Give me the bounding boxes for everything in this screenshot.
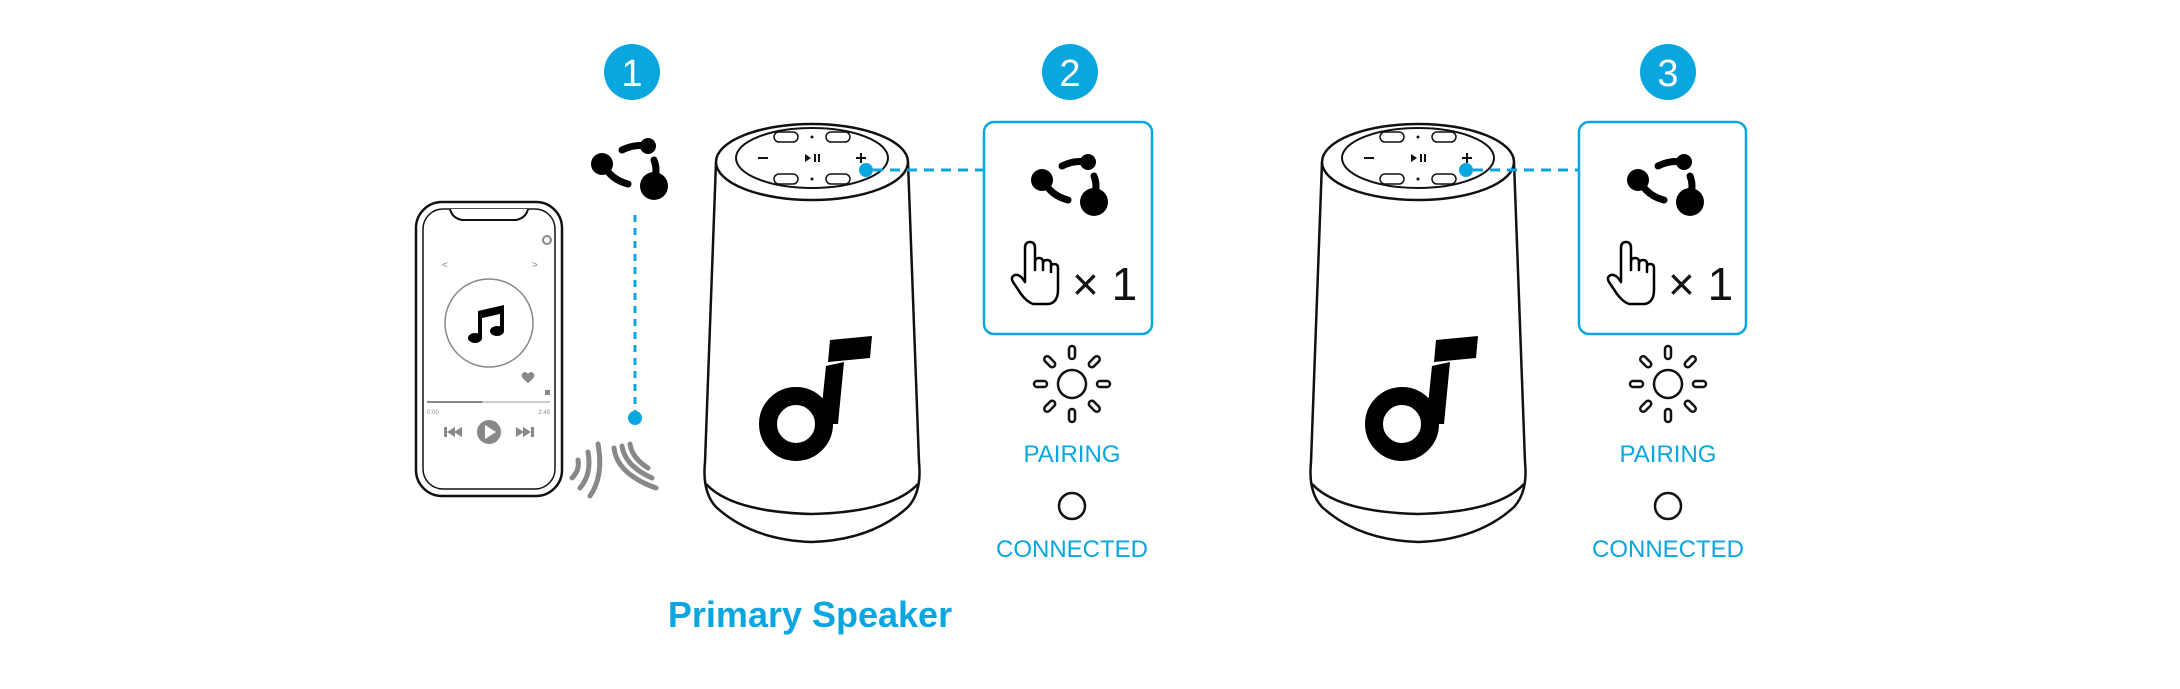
- play-button[interactable]: [477, 420, 501, 444]
- playlist-icon[interactable]: [545, 390, 550, 395]
- play-icon: [485, 425, 496, 439]
- press-count: × 1: [1072, 258, 1137, 310]
- previous-track-icon[interactable]: [444, 427, 462, 437]
- time-total: 2:48: [538, 410, 550, 416]
- party-button-marker: [1459, 163, 1473, 177]
- party-cast-icon: [591, 138, 668, 200]
- step-number: 3: [1657, 53, 1678, 95]
- next-track-icon[interactable]: [516, 427, 534, 437]
- led-solid-icon: [1057, 491, 1087, 521]
- step-number: 1: [621, 53, 642, 95]
- instruction-box-2: × 1: [1577, 120, 1748, 336]
- pairing-label: PAIRING: [1024, 441, 1121, 468]
- connected-label: CONNECTED: [996, 536, 1148, 563]
- instruction-box-1: × 1: [982, 120, 1154, 336]
- press-count: × 1: [1668, 258, 1733, 310]
- pairing-label: PAIRING: [1620, 441, 1717, 468]
- heart-icon[interactable]: [521, 372, 535, 383]
- step-number: 2: [1059, 53, 1080, 95]
- phone-nfc-waves-icon: [569, 441, 603, 499]
- party-button-marker: [859, 163, 873, 177]
- next-arrow[interactable]: >: [532, 260, 538, 271]
- phone: < > 0:00 2:48: [414, 200, 564, 498]
- music-note-icon: [468, 305, 504, 343]
- secondary-speaker: [1310, 124, 1525, 542]
- album-art: [444, 278, 534, 368]
- primary-speaker: [704, 124, 919, 542]
- nfc-waves-icon: [611, 441, 659, 491]
- primary-speaker-label: Primary Speaker: [668, 594, 952, 635]
- step-badge-1: 1: [604, 44, 660, 100]
- connector-dot: [628, 411, 642, 425]
- led-solid-icon: [1653, 491, 1683, 521]
- time-elapsed: 0:00: [427, 410, 439, 416]
- step-badge-2: 2: [1042, 44, 1098, 100]
- led-blinking-icon: [1628, 344, 1708, 424]
- step-badge-3: 3: [1640, 44, 1696, 100]
- prev-arrow[interactable]: <: [442, 260, 448, 271]
- connected-label: CONNECTED: [1592, 536, 1744, 563]
- settings-icon[interactable]: [542, 235, 552, 245]
- led-blinking-icon: [1032, 344, 1112, 424]
